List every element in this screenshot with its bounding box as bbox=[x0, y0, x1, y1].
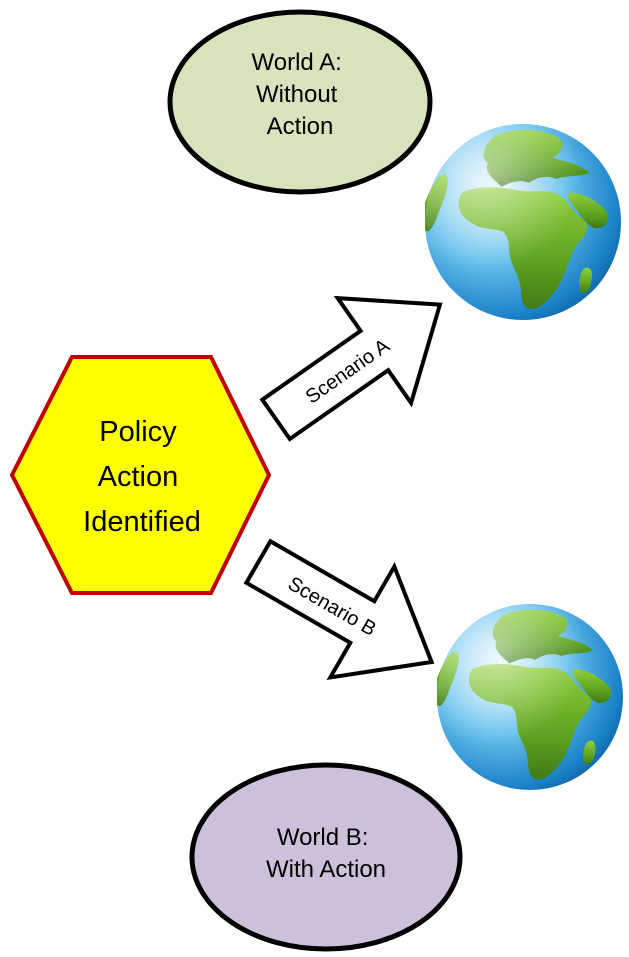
policy-hexagon bbox=[9, 355, 272, 595]
policy-action-node: Policy Action Identified bbox=[9, 355, 272, 595]
earth-globe-icon bbox=[425, 124, 621, 320]
scenario-a-arrow: Scenario A bbox=[259, 295, 443, 442]
world-a-ellipse bbox=[167, 9, 433, 195]
world-a-node: World A: Without Action bbox=[167, 9, 433, 195]
earth-globe-icon bbox=[437, 604, 623, 790]
policy-label: Policy Action Identified bbox=[83, 416, 201, 538]
world-b-ellipse bbox=[189, 762, 463, 952]
arrow-b-shape bbox=[243, 538, 435, 681]
world-b-node: World B: With Action bbox=[189, 762, 463, 952]
world-b-label: World B: With Action bbox=[266, 824, 386, 883]
world-a-label: World A: Without Action bbox=[252, 49, 349, 140]
arrow-a-shape bbox=[259, 295, 443, 442]
scenario-b-arrow: Scenario B bbox=[243, 538, 435, 681]
